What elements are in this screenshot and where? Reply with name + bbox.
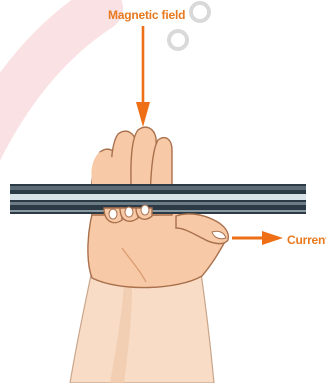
current-arrow xyxy=(232,231,283,245)
current-carrying-wire xyxy=(10,184,306,214)
current-label: Current xyxy=(287,233,326,247)
magnetic-field-label: Magnetic field xyxy=(108,8,185,22)
watermark-logo-icon xyxy=(0,3,209,170)
magnetic-field-arrow xyxy=(136,26,150,127)
